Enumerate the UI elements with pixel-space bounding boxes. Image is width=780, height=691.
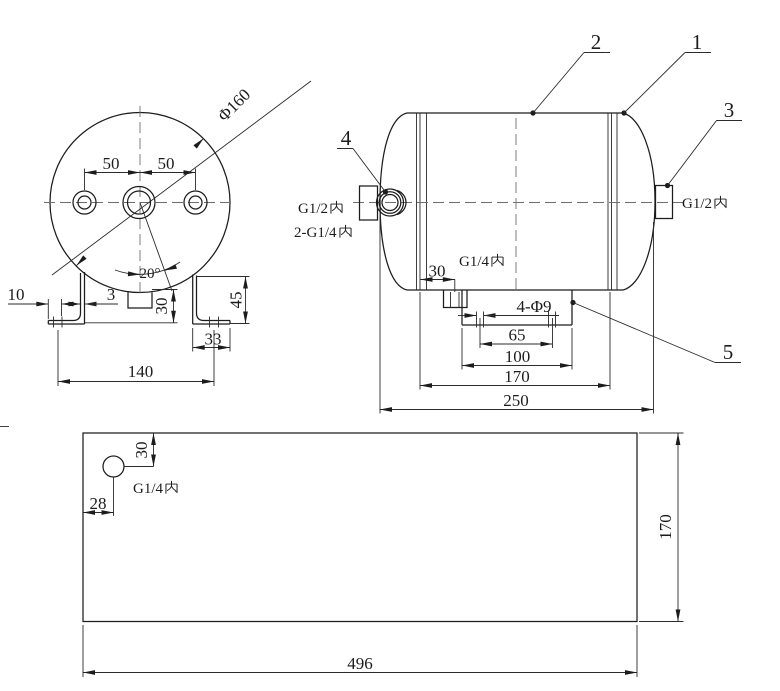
nei-character-glyph (339, 224, 352, 239)
foot-hole-ticks (476, 311, 556, 328)
balloon-5-label: 5 (723, 340, 734, 364)
pitch-right-label: 50 (158, 154, 175, 173)
balloon-4-label: 4 (341, 126, 352, 150)
drain-boss (127, 292, 153, 309)
balloon-5-foot: 5 (570, 299, 741, 364)
hole-pitch-dimension: 50 50 (84, 154, 196, 190)
left-foot-bracket (47, 272, 86, 328)
foot-width-label: 100 (505, 347, 531, 366)
overall-length-dimension: 250 (379, 215, 654, 414)
edge-to-hole-label: 10 (8, 285, 25, 304)
edge-and-thickness-dimension: 10 3 (8, 285, 118, 319)
svg-text:G1/2: G1/2 (682, 196, 712, 212)
angle-label: 20° (140, 266, 161, 282)
left-port-thread2-label: 2-G1/4 (294, 224, 352, 241)
plate-length-dimension: 496 (82, 625, 638, 677)
port-hole (102, 455, 125, 478)
nei-character-glyph (714, 195, 727, 210)
hole-pitch-label: 65 (509, 326, 526, 345)
balloon-2-shell: 2 (530, 30, 610, 116)
center-port-hole (122, 185, 156, 220)
weld-seam-lines (416, 113, 618, 290)
port-offset-left-dimension: 28 (83, 477, 114, 516)
drain-offset-label: 30 (429, 262, 446, 281)
drain-offset-dimension: 30 (420, 262, 456, 292)
foot-holes-callout: 4-Φ9 (458, 297, 559, 318)
port-offset-left-label: 28 (90, 494, 107, 513)
foot-pitch-dimension: 140 (57, 330, 215, 386)
angle-dimension: 20° (114, 202, 181, 292)
right-port-thread-label: G1/2 (682, 195, 727, 212)
nei-character-glyph (330, 200, 343, 215)
port-offset-top-label: 30 (132, 442, 151, 459)
balloon-2-label: 2 (591, 30, 602, 54)
port-thread-label: G1/4 (133, 480, 178, 497)
shell-length-label: 170 (504, 367, 530, 386)
balloon-1-label: 1 (692, 30, 703, 54)
bracket-height-label: 45 (227, 292, 246, 309)
flange-width-dimension: 33 (192, 328, 231, 352)
right-port-hole (183, 190, 208, 215)
plate-width-label: 170 (656, 514, 675, 540)
plate-length-label: 496 (347, 654, 373, 673)
foot-pitch-label: 140 (128, 362, 154, 381)
svg-text:2-G1/4: 2-G1/4 (294, 225, 337, 241)
port-offset-top-dimension: 30 (124, 433, 156, 467)
left-port-thread-label: G1/2 (298, 200, 343, 217)
hole-pitch-dimension: 65 (479, 318, 553, 348)
side-view: 1 2 3 4 5 G1/2 2-G1/4 (294, 30, 742, 414)
right-foot-bracket (192, 274, 231, 328)
tank-outline (379, 112, 656, 291)
base-plate-outline (82, 432, 638, 623)
nei-character-glyph (491, 253, 504, 268)
left-port-fitting (358, 185, 407, 221)
foot-width-dimension: 100 (461, 328, 573, 370)
foot-hole-ticks (53, 316, 63, 328)
plate-thickness-label: 3 (107, 285, 116, 304)
left-port-hole (72, 190, 97, 215)
nei-character-glyph (165, 480, 178, 495)
balloon-3-right-port: 3 (664, 98, 742, 189)
foot-hole-ticks (209, 316, 219, 328)
right-port-fitting (654, 184, 674, 220)
balloon-1-head: 1 (621, 30, 711, 116)
diameter-dimension: Φ160 (51, 80, 312, 276)
diameter-label: Φ160 (214, 85, 254, 125)
drain-height-label: 30 (152, 298, 171, 315)
balloon-3-label: 3 (724, 98, 735, 122)
svg-text:G1/2: G1/2 (298, 201, 328, 217)
flange-width-label: 33 (205, 330, 222, 349)
plate-width-dimension: 170 (639, 432, 684, 622)
foot-holes-label: 4-Φ9 (516, 297, 551, 316)
drain-thread-label: G1/4 (459, 253, 504, 270)
svg-text:G1/4: G1/4 (459, 254, 490, 270)
end-view: Φ160 50 50 20° (8, 80, 312, 386)
bracket-height-dimension: 45 (196, 276, 250, 324)
shell-length-dimension: 170 (419, 292, 611, 390)
svg-text:G1/4: G1/4 (133, 481, 164, 497)
pitch-left-label: 50 (103, 154, 120, 173)
drain-height-dimension: 30 (84, 289, 178, 324)
bottom-view: 30 G1/4 28 496 170 (82, 432, 684, 677)
balloon-4-left-port: 4 (337, 126, 389, 195)
drain-boss (442, 290, 468, 309)
overall-length-label: 250 (503, 391, 529, 410)
